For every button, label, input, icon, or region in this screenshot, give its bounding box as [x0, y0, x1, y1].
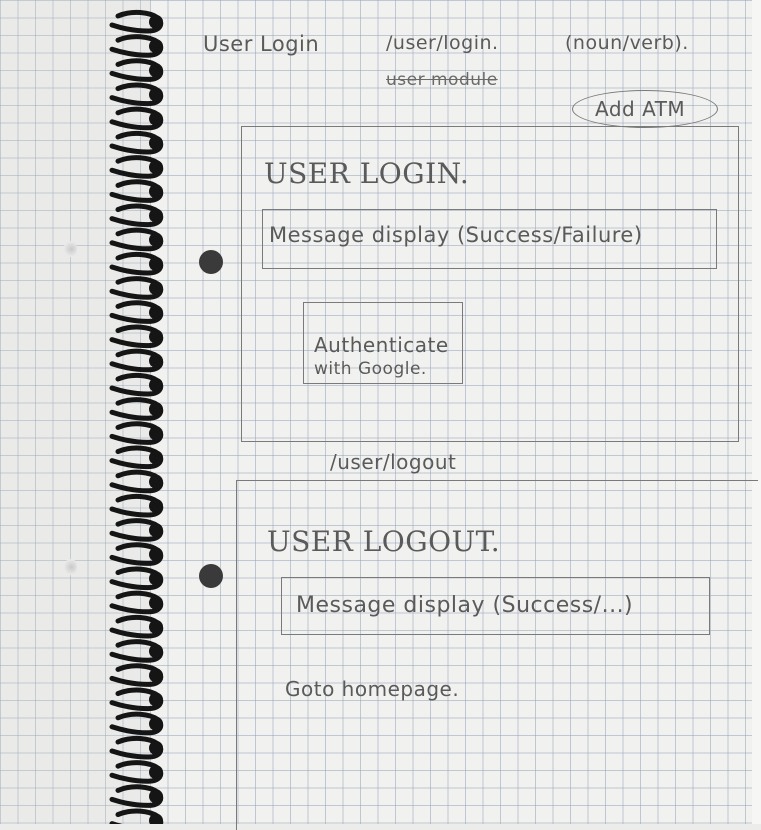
spiral-hole: [149, 547, 163, 562]
spiral-hole: [149, 765, 163, 780]
spiral-hole: [149, 232, 163, 247]
spiral-hole: [149, 353, 163, 368]
module-note: user module: [386, 70, 498, 90]
spiral-hole: [149, 15, 163, 29]
spiral-hole: [149, 813, 163, 824]
spiral-hole: [149, 450, 163, 465]
spiral-hole: [149, 39, 163, 54]
spiral-hole: [149, 426, 163, 441]
type-hint-label: (noun/verb).: [565, 32, 689, 54]
goto-homepage-link[interactable]: Goto homepage.: [285, 677, 460, 701]
logout-route-label: /user/logout: [330, 450, 457, 474]
notebook-page: [150, 0, 761, 824]
notebook-left-margin: [0, 0, 150, 824]
spiral-hole: [149, 208, 163, 223]
spiral-hole: [149, 523, 163, 538]
auth-button-line1: Authenticate: [314, 333, 449, 357]
spiral-hole: [149, 305, 163, 320]
spiral-hole: [149, 571, 163, 586]
faint-punch-hole: [63, 240, 77, 258]
login-message-display: Message display (Success/Failure): [262, 209, 717, 269]
logout-title: USER LOGOUT.: [267, 525, 501, 558]
spiral-hole: [149, 63, 163, 78]
spiral-hole: [149, 111, 163, 126]
punch-hole: [199, 564, 223, 588]
spiral-hole: [149, 620, 163, 634]
logout-panel: USER LOGOUT. Message display (Success/..…: [236, 480, 758, 830]
spiral-hole: [149, 160, 163, 175]
punch-hole: [199, 250, 223, 274]
spiral-hole: [149, 184, 163, 199]
google-auth-button[interactable]: Authenticate with Google.: [303, 302, 463, 384]
login-panel: USER LOGIN. Message display (Success/Fai…: [241, 126, 739, 442]
login-title: USER LOGIN.: [264, 157, 470, 190]
page-edge-strip: [752, 0, 761, 824]
add-atm-label: Add ATM: [595, 97, 686, 121]
spiral-hole: [149, 87, 163, 102]
spiral-hole: [149, 499, 163, 513]
spiral-hole: [149, 644, 163, 659]
logout-message-text: Message display (Success/...): [296, 593, 634, 618]
spiral-hole: [149, 329, 163, 344]
spiral-hole: [149, 668, 163, 683]
login-message-text: Message display (Success/Failure): [269, 223, 643, 247]
faint-punch-hole: [63, 558, 77, 576]
spiral-hole: [149, 281, 163, 296]
auth-button-line2: with Google.: [314, 359, 427, 379]
spiral-hole: [149, 789, 163, 804]
page-name-label: User Login: [203, 32, 320, 56]
spiral-hole: [149, 257, 163, 271]
logout-message-display: Message display (Success/...): [281, 577, 710, 635]
spiral-coil: [109, 808, 164, 824]
route-label: /user/login.: [386, 32, 499, 54]
spiral-hole: [149, 474, 163, 489]
spiral-hole: [149, 378, 163, 392]
spiral-hole: [149, 716, 163, 731]
spiral-hole: [149, 741, 163, 755]
spiral-hole: [149, 595, 163, 610]
add-atm-button[interactable]: Add ATM: [572, 90, 718, 128]
spiral-hole: [149, 402, 163, 417]
spiral-hole: [149, 136, 163, 150]
spiral-hole: [149, 692, 163, 707]
